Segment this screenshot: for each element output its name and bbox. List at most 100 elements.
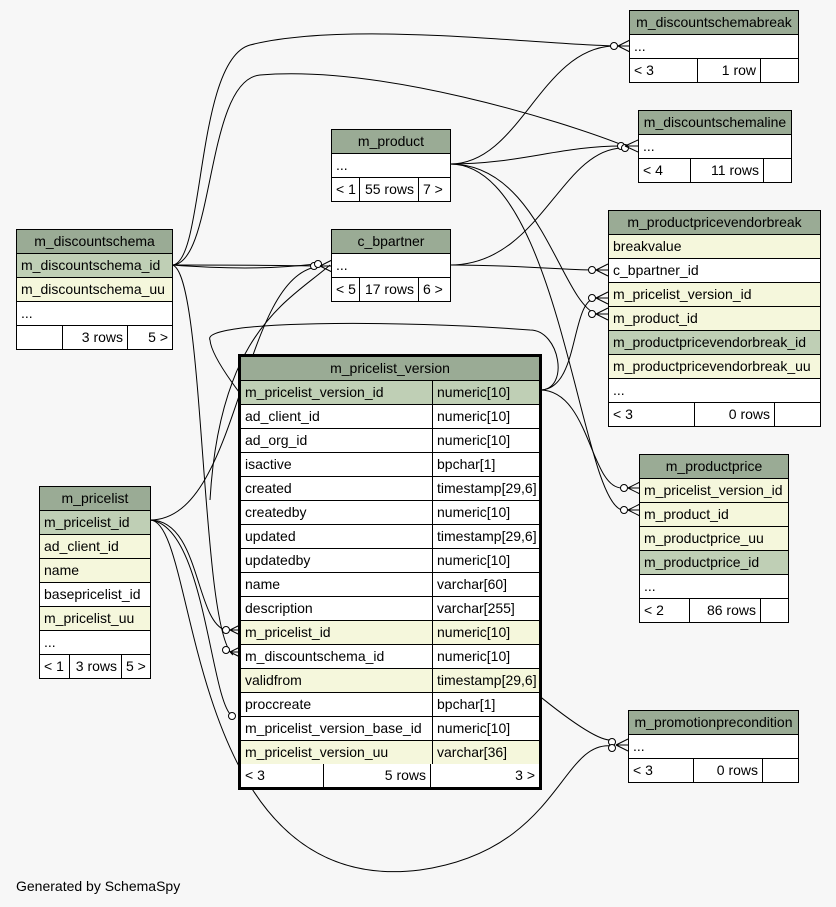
table-title: m_pricelist xyxy=(40,487,150,511)
children-count xyxy=(761,599,788,622)
children-count[interactable]: 6 > xyxy=(423,281,443,297)
column-name: m_pricelist_version_uu xyxy=(245,744,389,760)
table-row: m_pricelist_id xyxy=(40,511,150,535)
parents-count xyxy=(17,326,63,349)
table-row: description varchar[255] xyxy=(241,597,539,621)
table-m-pricelist[interactable]: m_pricelist m_pricelist_id ad_client_id … xyxy=(39,486,151,679)
column-type: bpchar[1] xyxy=(432,693,539,716)
children-count[interactable]: 7 > xyxy=(423,181,443,197)
parents-count[interactable]: < 3 xyxy=(609,403,695,426)
row-count: 11 rows xyxy=(691,159,764,182)
table-row: m_productpricevendorbreak_uu xyxy=(609,355,820,379)
link-pricelist-promotion xyxy=(149,519,613,873)
parents-count[interactable]: < 3 xyxy=(629,759,694,782)
column-type: numeric[10] xyxy=(432,405,539,428)
table-row: m_pricelist_uu xyxy=(40,607,150,631)
children-count[interactable]: 3 > xyxy=(515,767,535,783)
column-type: numeric[10] xyxy=(432,645,539,668)
parents-count[interactable]: < 4 xyxy=(639,159,691,182)
table-footer: < 2 86 rows xyxy=(640,599,788,622)
table-m-discountschema[interactable]: m_discountschema m_discountschema_id m_d… xyxy=(16,229,173,350)
table-row: ... xyxy=(639,135,791,159)
table-row: isactive bpchar[1] xyxy=(241,453,539,477)
table-m-product[interactable]: m_product ... < 1 55 rows 7 > xyxy=(331,129,451,202)
row-count: 3 rows xyxy=(63,326,128,349)
column-type: numeric[10] xyxy=(432,717,539,740)
link-pricelist-plv-base xyxy=(149,519,233,717)
table-title: m_discountschemabreak xyxy=(630,11,798,35)
table-m-productprice[interactable]: m_productprice m_pricelist_version_id m_… xyxy=(639,454,789,623)
children-count[interactable]: 5 > xyxy=(126,658,146,674)
table-title: m_productprice xyxy=(640,455,788,479)
column-type: varchar[60] xyxy=(432,573,539,596)
link-product-discountschemaline xyxy=(449,145,623,165)
parents-count[interactable]: < 3 xyxy=(241,764,324,787)
table-row: proccreate bpchar[1] xyxy=(241,693,539,717)
table-row: m_pricelist_id numeric[10] xyxy=(241,621,539,645)
column-type: numeric[10] xyxy=(432,429,539,452)
link-product-ppvb xyxy=(449,163,597,315)
column-type: timestamp[29,6] xyxy=(432,525,539,548)
table-footer: < 1 3 rows 5 > xyxy=(40,655,150,678)
column-name: isactive xyxy=(245,456,292,472)
column-type: numeric[10] xyxy=(432,621,539,644)
table-row: m_pricelist_version_id xyxy=(609,283,820,307)
table-row: m_product_id xyxy=(609,307,820,331)
parents-count[interactable]: < 5 xyxy=(332,278,360,301)
column-type: bpchar[1] xyxy=(432,453,539,476)
table-row: ... xyxy=(332,254,450,278)
row-count: 0 rows xyxy=(695,403,775,426)
children-count[interactable]: 5 > xyxy=(148,329,168,345)
table-m-discountschemabreak[interactable]: m_discountschemabreak ... < 3 1 row xyxy=(629,10,799,83)
children-count xyxy=(775,403,820,426)
table-row: m_discountschema_uu xyxy=(17,278,172,302)
children-count xyxy=(761,59,798,82)
table-footer: < 3 0 rows xyxy=(609,403,820,426)
children-count xyxy=(764,159,791,182)
table-footer: < 5 17 rows 6 > xyxy=(332,278,450,301)
table-row: ... xyxy=(17,302,172,326)
table-m-pricelist-version[interactable]: m_pricelist_version m_pricelist_version_… xyxy=(238,354,542,790)
parents-count[interactable]: < 1 xyxy=(332,178,360,201)
link-plv-ppvb xyxy=(539,297,597,391)
table-row: breakvalue xyxy=(609,235,820,259)
link-pricelist-plv-pricelist xyxy=(149,519,226,631)
column-name: updatedby xyxy=(245,552,311,568)
column-name: createdby xyxy=(245,504,307,520)
column-type: timestamp[29,6] xyxy=(432,477,539,500)
link-discountschema-plv xyxy=(171,264,234,656)
row-count: 0 rows xyxy=(694,759,763,782)
column-name: proccreate xyxy=(245,696,312,712)
row-count: 55 rows xyxy=(360,178,419,201)
table-m-productpricevendorbreak[interactable]: m_productpricevendorbreak breakvalue c_b… xyxy=(608,210,821,427)
column-name: description xyxy=(245,600,313,616)
table-footer: < 4 11 rows xyxy=(639,159,791,182)
column-name: ad_org_id xyxy=(245,432,308,448)
link-bpartner-ppvb xyxy=(449,264,595,271)
parents-count[interactable]: < 3 xyxy=(630,59,698,82)
parents-count[interactable]: < 1 xyxy=(40,655,70,678)
table-title: m_productpricevendorbreak xyxy=(609,211,820,235)
table-m-discountschemaline[interactable]: m_discountschemaline ... < 4 11 rows xyxy=(638,110,792,183)
table-row: m_discountschema_id xyxy=(17,254,172,278)
parents-count[interactable]: < 2 xyxy=(640,599,690,622)
column-name: m_pricelist_id xyxy=(245,624,331,640)
table-row: ... xyxy=(629,735,798,759)
table-row: ... xyxy=(40,631,150,655)
link-product-productprice xyxy=(449,163,623,511)
table-m-promotionprecondition[interactable]: m_promotionprecondition ... < 3 0 rows xyxy=(628,710,799,783)
table-row: basepricelist_id xyxy=(40,583,150,607)
table-c-bpartner[interactable]: c_bpartner ... < 5 17 rows 6 > xyxy=(331,229,451,302)
column-type: varchar[255] xyxy=(432,597,539,620)
